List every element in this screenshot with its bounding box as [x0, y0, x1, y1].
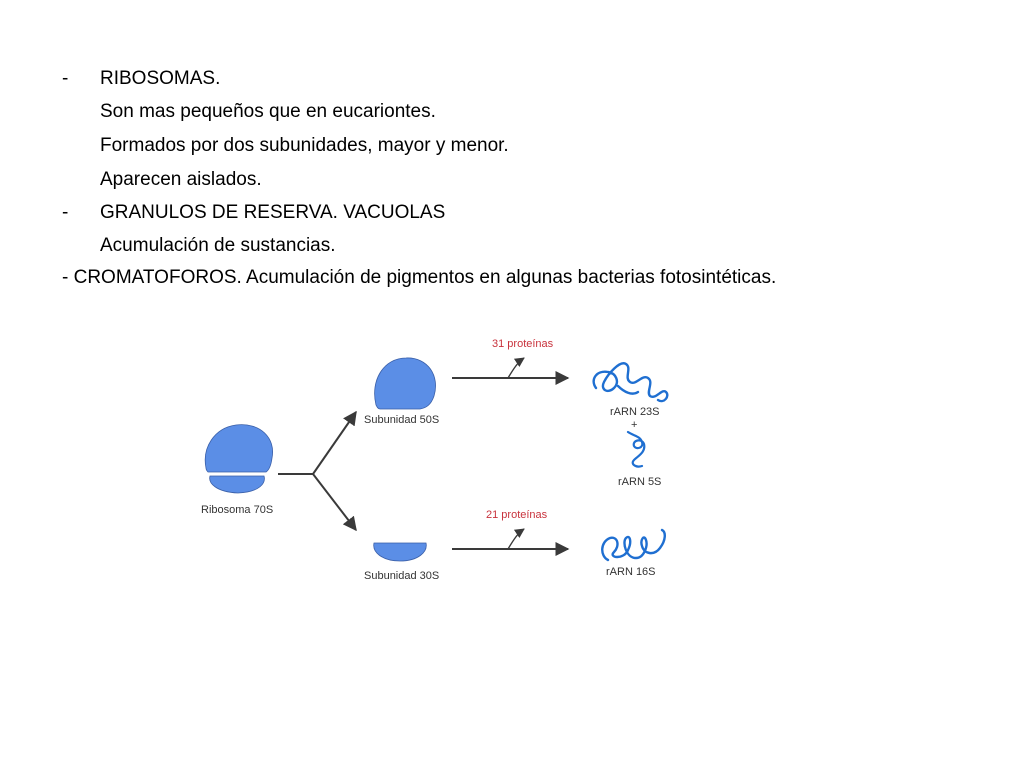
- bullet-dash: -: [62, 68, 69, 89]
- small-subunit-arrow: [452, 528, 570, 556]
- plus-sign: +: [631, 419, 638, 431]
- ribosome-70s-shape: [204, 424, 274, 494]
- granules-line-1: Acumulación de sustancias.: [100, 235, 336, 256]
- rrna-16s-shape: [601, 528, 666, 562]
- large-subunit-arrow: [452, 357, 570, 385]
- subunit-30s-shape: [373, 542, 427, 562]
- rrna-5s-shape: [626, 430, 646, 468]
- split-arrows: [278, 410, 357, 532]
- chromatophores-line: - CROMATOFOROS. Acumulación de pigmentos…: [62, 267, 777, 288]
- ribosome-diagram-graphic: [204, 357, 669, 562]
- ribosomes-line-2: Formados por dos subunidades, mayor y me…: [100, 135, 509, 156]
- subunit-50s-shape: [374, 357, 436, 410]
- bullet-dash: -: [62, 202, 69, 223]
- ribosomes-line-1: Son mas pequeños que en eucariontes.: [100, 101, 436, 122]
- ribosome-diagram: Ribosoma 70S Subunidad 50S Subunidad 30S…: [180, 320, 740, 595]
- ribosome-70s-label: Ribosoma 70S: [201, 504, 274, 516]
- ribosomes-heading: RIBOSOMAS.: [100, 68, 221, 89]
- rrna-5s-label: rARN 5S: [618, 476, 662, 488]
- small-proteins-label: 21 proteínas: [486, 509, 548, 521]
- subunit-30s-label: Subunidad 30S: [364, 570, 440, 582]
- large-proteins-label: 31 proteínas: [492, 338, 554, 350]
- rrna-23s-label: rARN 23S: [610, 406, 660, 418]
- ribosomes-line-3: Aparecen aislados.: [100, 169, 262, 190]
- granules-heading: GRANULOS DE RESERVA. VACUOLAS: [100, 202, 446, 223]
- rrna-23s-shape: [592, 362, 669, 403]
- subunit-50s-label: Subunidad 50S: [364, 414, 440, 426]
- rrna-16s-label: rARN 16S: [606, 566, 656, 578]
